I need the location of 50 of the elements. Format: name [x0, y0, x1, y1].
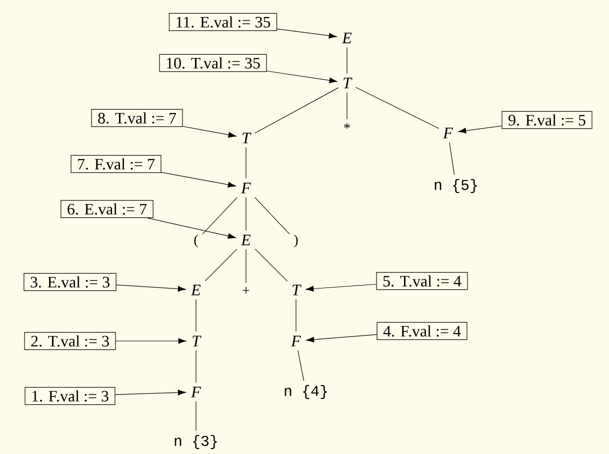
nonterminal-symbol: F: [443, 128, 454, 138]
arrow: [160, 172, 236, 188]
terminal-symbol: +: [242, 287, 250, 294]
annotation-box: 6. E.val := 7: [60, 200, 154, 218]
nonterminal-symbol: T: [192, 336, 202, 346]
arrow: [306, 284, 377, 292]
tree-branch: [355, 86, 440, 129]
nonterminal-symbol: F: [291, 336, 302, 346]
nonterminal-symbol: E: [240, 234, 251, 246]
tree-branch: [346, 92, 348, 120]
token-label: n {5}: [434, 179, 477, 193]
annotation-box: 11. E.val := 35: [168, 13, 278, 31]
nonterminal-symbol: T: [344, 78, 352, 88]
terminal-symbol: ): [294, 234, 298, 248]
token-label: n {4}: [284, 385, 327, 399]
annotation-box: 5. T.val := 4: [376, 272, 468, 290]
arrow: [276, 28, 337, 38]
arrow: [115, 390, 186, 396]
arrow: [182, 126, 236, 138]
tree-branch: [204, 248, 238, 282]
tree-branch: [254, 248, 288, 282]
nonterminal-symbol: F: [241, 182, 252, 194]
nonterminal-symbol: F: [191, 386, 202, 398]
arrow: [266, 70, 338, 84]
tree-branch: [202, 197, 238, 234]
annotation-box: 2. T.val := 3: [24, 332, 116, 350]
nonterminal-symbol: E: [190, 284, 201, 296]
annotation-box: 8. T.val := 7: [91, 109, 183, 127]
nonterminal-symbol: E: [342, 32, 352, 44]
annotation-box: 7. F.val := 7: [70, 155, 162, 173]
tree-branch: [346, 47, 348, 74]
annotation-box: 1. F.val := 3: [24, 387, 116, 405]
arrow: [116, 284, 186, 292]
tree-branch: [449, 142, 455, 176]
token-label: n {3}: [174, 435, 217, 449]
arrow: [458, 126, 502, 134]
annotation-box: 10. T.val := 35: [159, 54, 267, 72]
arrow: [306, 334, 378, 342]
arrow: [115, 338, 186, 344]
tree-branch: [298, 350, 304, 382]
terminal-symbol: (: [194, 234, 198, 248]
annotation-box: 3. E.val := 3: [24, 273, 116, 291]
tree-branch: [254, 87, 339, 134]
annotation-box: 9. F.val := 5: [502, 111, 592, 129]
arrow: [146, 218, 236, 239]
annotation-box: 4. F.val := 4: [376, 322, 468, 340]
nonterminal-symbol: T: [242, 132, 252, 144]
terminal-symbol: *: [344, 123, 350, 129]
tree-branch: [254, 197, 290, 234]
nonterminal-symbol: T: [292, 284, 302, 296]
